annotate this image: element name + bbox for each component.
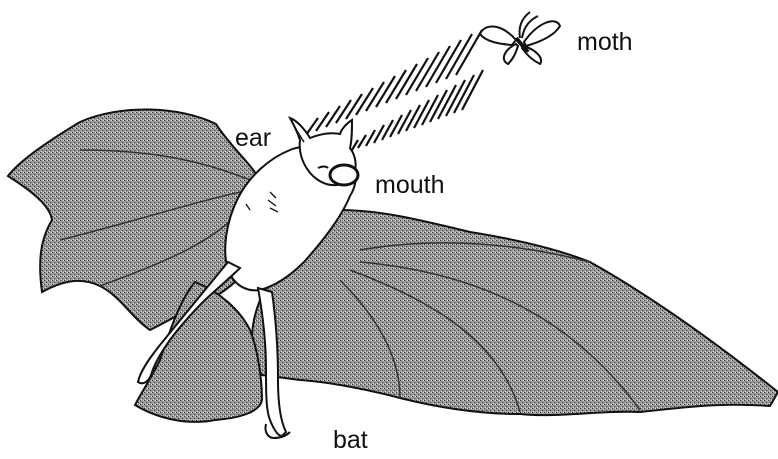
bat-right-wing xyxy=(252,210,778,415)
ear-label: ear xyxy=(235,126,271,151)
mouth-label: mouth xyxy=(375,173,444,198)
sound-waves xyxy=(306,30,483,150)
bat-label: bat xyxy=(333,428,368,453)
mouth-icon xyxy=(330,165,358,185)
moth-label: moth xyxy=(577,30,633,55)
moth-icon xyxy=(480,12,560,64)
